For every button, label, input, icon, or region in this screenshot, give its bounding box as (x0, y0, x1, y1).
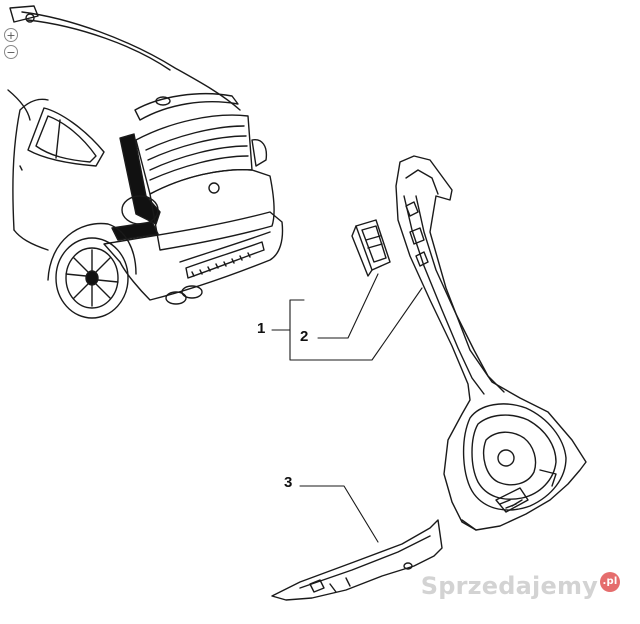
watermark: Sprzedajemy.pl (421, 572, 620, 600)
part-3-sill-trim (271, 519, 443, 601)
callout-3: 3 (284, 474, 293, 491)
zoom-in-button[interactable]: + (4, 28, 18, 42)
part-2-clip (351, 219, 391, 277)
zoom-out-button[interactable]: − (4, 45, 18, 59)
leader-lines (271, 273, 423, 543)
part-1-pillar-trim (395, 155, 587, 531)
callout-1: 1 (257, 320, 266, 337)
watermark-text: Sprzedajemy (420, 572, 598, 600)
car-illustration (7, 5, 284, 319)
watermark-suffix: .pl (600, 572, 620, 592)
callout-2: 2 (300, 328, 309, 345)
